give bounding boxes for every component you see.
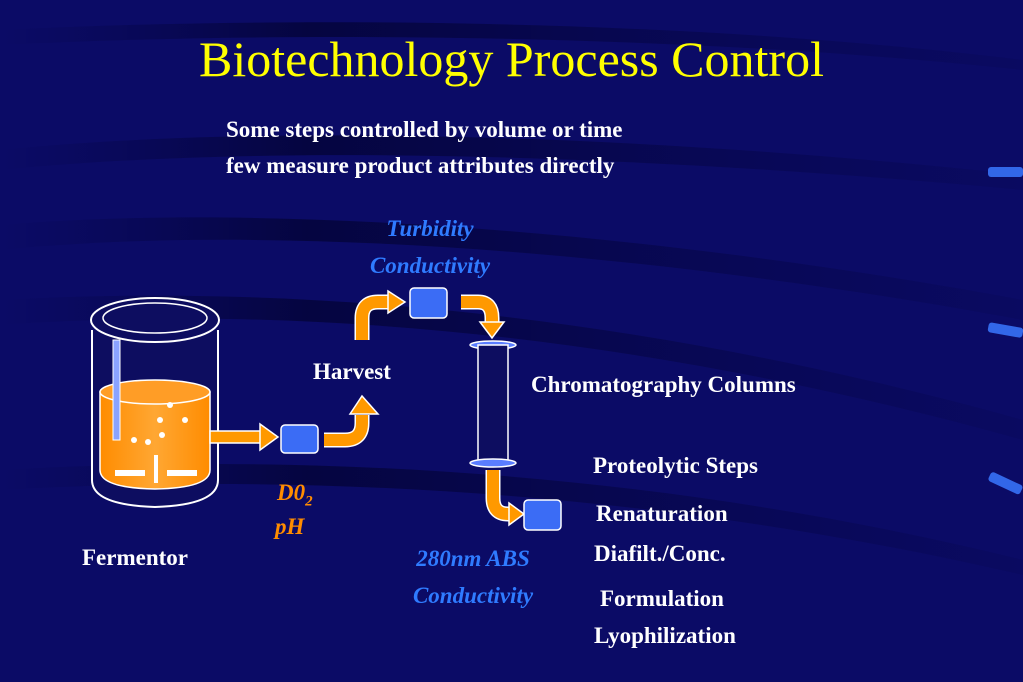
arrow-to-turbidity-sensor: [354, 289, 407, 340]
column-sensor-label-1: 280nm ABS: [416, 546, 530, 571]
arrow-sensor-to-harvest: [324, 394, 380, 448]
column-sensor: [523, 499, 562, 531]
arrow-column-to-sensor: [485, 470, 526, 527]
subtitle-line-2: few measure product attributes directly: [226, 153, 615, 178]
formulation-label: Formulation: [600, 586, 724, 611]
arrow-sensor-to-column: [461, 294, 506, 340]
fermentor-sensor: [280, 424, 319, 454]
chromatography-column: [469, 340, 517, 468]
column-sensor-label-2: Conductivity: [412, 583, 534, 608]
proteolytic-label: Proteolytic Steps: [593, 453, 759, 478]
diafilt-label: Diafilt./Conc.: [594, 541, 726, 566]
fermentor-label: Fermentor: [82, 545, 188, 570]
harvest-sensor: [409, 287, 448, 319]
page-title: Biotechnology Process Control: [199, 31, 824, 87]
fermentor-sensor-label-2: pH: [275, 514, 305, 539]
fermentor-sensor-label-1: D02: [277, 480, 313, 510]
chromatography-label: Chromatography Columns: [531, 372, 796, 397]
fermentor-vessel: [90, 297, 220, 509]
harvest-sensor-label-1: Turbidity: [386, 216, 474, 241]
harvest-sensor-label-2: Conductivity: [369, 253, 491, 278]
arrow-fermentor-to-sensor: [209, 422, 280, 452]
harvest-label: Harvest: [313, 359, 391, 384]
lyophilization-label: Lyophilization: [594, 623, 736, 648]
renaturation-label: Renaturation: [596, 501, 728, 526]
subtitle-line-1: Some steps controlled by volume or time: [226, 117, 623, 142]
